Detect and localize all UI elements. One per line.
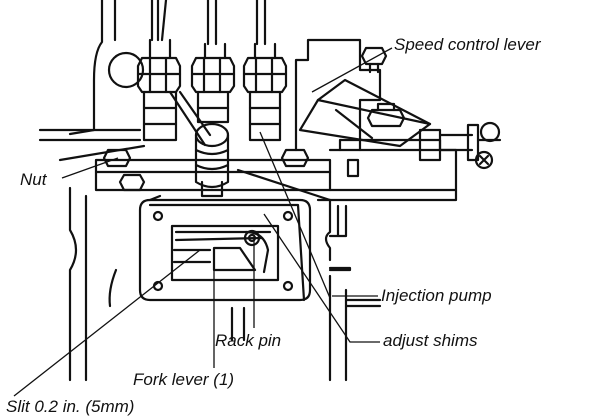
slit-label: Slit 0.2 in. (5mm) [6, 397, 135, 416]
governor-stud [366, 102, 406, 128]
adjust-shims-label: adjust shims [383, 331, 478, 350]
delivery-valve-2 [190, 56, 236, 124]
delivery-valve-3 [242, 56, 288, 142]
inspection-window [138, 198, 312, 302]
speed-control-lever [298, 78, 432, 148]
leader-slit [13, 249, 201, 397]
leader-lines [13, 47, 393, 397]
rack-pin-label: Rack pin [215, 331, 282, 350]
adjusting-screw-knob [474, 121, 502, 170]
upper-body-right [294, 38, 382, 152]
engine-left-outline [68, 0, 104, 136]
nut-left [102, 148, 132, 168]
lower-rod [230, 306, 246, 342]
leader-adjust-shims [263, 213, 380, 343]
bracket-bolt [360, 46, 388, 74]
governor-housing [328, 123, 480, 202]
nut-right [280, 148, 310, 168]
fork-lever-label: Fork lever (1) [133, 370, 235, 389]
injection-lines [148, 0, 277, 60]
leader-injection-pump-b [259, 131, 331, 299]
pipe-diagonal [168, 90, 212, 147]
nut-label: Nut [20, 170, 47, 189]
nut-left-2 [118, 173, 146, 192]
delivery-valve-1 [136, 56, 182, 142]
pipe-lower-left [38, 128, 146, 162]
speed-control-lever-label: Speed control lever [394, 35, 541, 54]
injection-pump-label: Injection pump [381, 286, 492, 305]
leader-speed-control [311, 47, 393, 93]
round-plug [107, 51, 145, 89]
leader-nut [61, 157, 119, 179]
pump-body [68, 186, 382, 382]
